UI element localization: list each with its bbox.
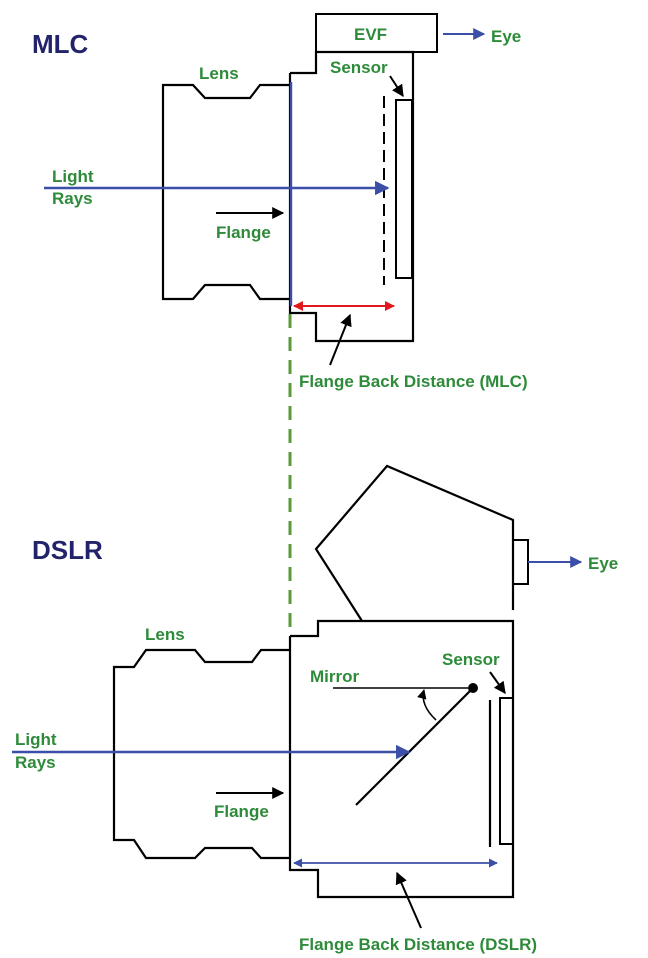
evf-label: EVF: [354, 25, 387, 44]
mlc-fbd-label: Flange Back Distance (MLC): [299, 372, 528, 391]
dslr-mirror-pivot: [468, 683, 478, 693]
mlc-flange-label: Flange: [216, 223, 271, 242]
dslr-mirror: [355, 687, 474, 806]
mlc-lens-outline: [161, 83, 290, 301]
dslr-sensor-label: Sensor: [442, 650, 500, 669]
dslr-mirror-arc: [417, 689, 437, 721]
dslr-lens-outline: [112, 648, 290, 860]
dslr-title: DSLR: [32, 535, 103, 565]
mlc-title: MLC: [32, 29, 89, 59]
mlc-body-outline: [288, 50, 415, 343]
dslr-eye-label: Eye: [588, 554, 618, 573]
dslr-section: DSLR Eye Lens Mirror Sensor Light Rays F…: [12, 464, 618, 954]
dslr-body-outline: [288, 619, 515, 899]
mlc-sensor-label: Sensor: [330, 58, 388, 77]
dslr-sensor: [499, 697, 514, 845]
mlc-fbd-pointer: [329, 313, 352, 366]
dslr-fbd-pointer: [395, 871, 422, 929]
mlc-light-label-2: Rays: [52, 189, 93, 208]
dslr-sensor-arrow: [489, 671, 506, 694]
dslr-fbd-label: Flange Back Distance (DSLR): [299, 935, 537, 954]
mlc-light-label-1: Light: [52, 167, 94, 186]
dslr-mirror-label: Mirror: [310, 667, 360, 686]
mlc-lens-label: Lens: [199, 64, 239, 83]
dslr-light-label-2: Rays: [15, 753, 56, 772]
dslr-prism-outline: [314, 464, 515, 622]
dslr-eyepiece: [512, 539, 529, 585]
mlc-eye-label: Eye: [491, 27, 521, 46]
mlc-sensor-arrow: [389, 75, 404, 98]
dslr-light-label-1: Light: [15, 730, 57, 749]
mlc-section: MLC EVF Eye Lens Sensor Light Rays Flang…: [32, 13, 528, 391]
dslr-lens-label: Lens: [145, 625, 185, 644]
mlc-sensor: [395, 99, 413, 279]
dslr-flange-label: Flange: [214, 802, 269, 821]
